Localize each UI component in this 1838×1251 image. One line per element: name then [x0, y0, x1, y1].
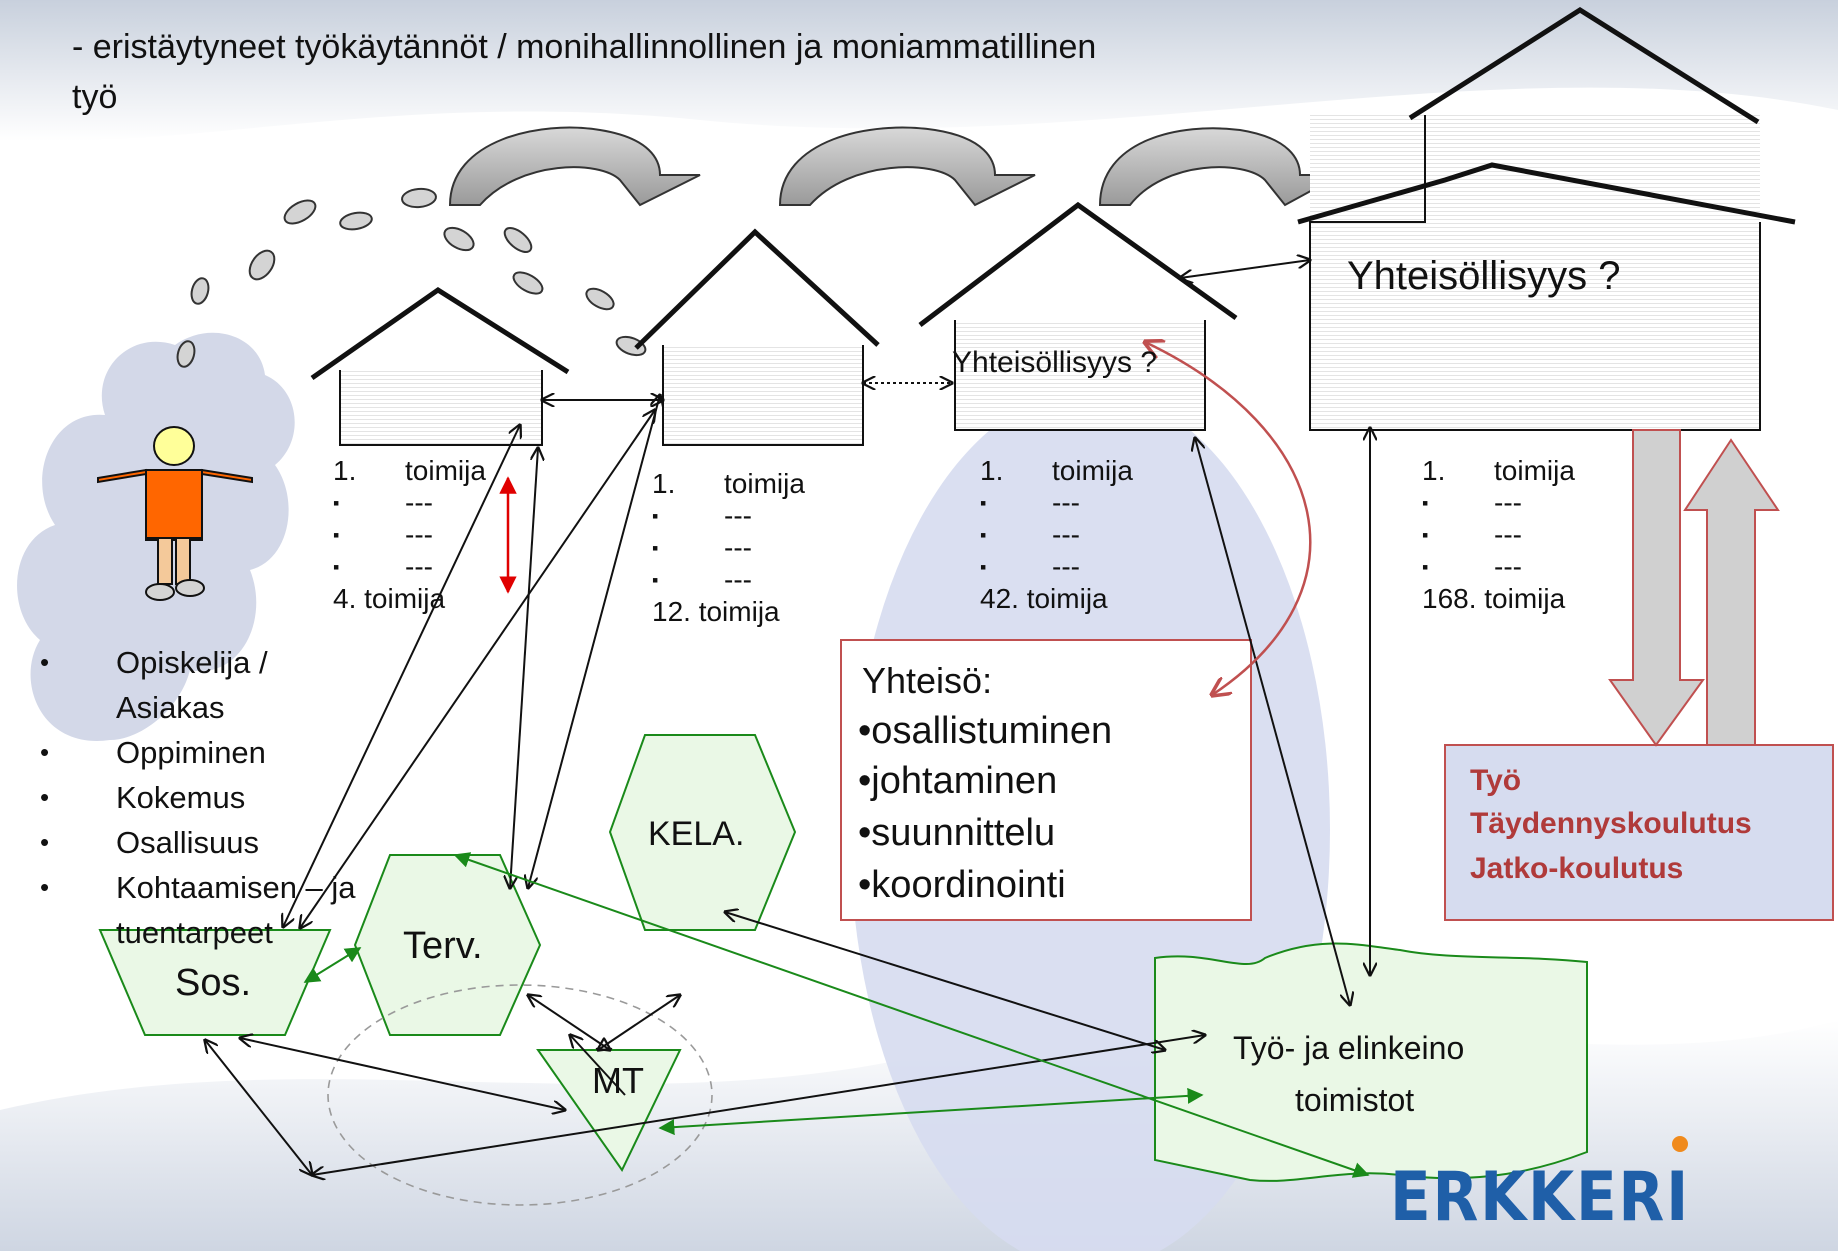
actor-last: 42. toimija	[980, 583, 1108, 614]
actor-first-label: toimija	[1052, 455, 1133, 486]
square-bullet: ▪	[333, 557, 340, 577]
actor-dash: ---	[724, 532, 752, 563]
square-bullet: ▪	[333, 493, 340, 513]
work-box	[1444, 744, 1834, 921]
list-item: Kohtaamisen – ja	[116, 870, 356, 905]
bullet-dot: •	[40, 872, 50, 902]
thought-bubbles	[176, 187, 647, 368]
vertical-block-arrows	[1608, 429, 1780, 747]
yhteiso-item: •suunnittelu	[858, 812, 1056, 854]
list-item: Osallisuus	[116, 825, 259, 860]
curved-link-arrow	[1145, 342, 1312, 695]
yhteiso-item: •koordinointi	[858, 864, 1066, 906]
terv-label: Terv.	[403, 925, 483, 967]
mt-label: MT	[592, 1060, 644, 1101]
list-item: tuentarpeet	[116, 915, 273, 950]
house2-actor-list: 1. toimija ▪ --- ▪ --- ▪ --- 12. toimija	[652, 468, 805, 628]
actor-dash: ---	[405, 519, 433, 550]
actor-first-num: 1.	[980, 455, 1004, 486]
house1-actor-list: 1. toimija ▪ --- ▪ --- ▪ --- 4. toimija	[333, 455, 486, 615]
sos-label: Sos.	[175, 962, 252, 1004]
square-bullet: ▪	[1422, 493, 1429, 513]
square-bullet: ▪	[980, 525, 987, 545]
house-4	[1297, 7, 1796, 431]
list-item: Oppiminen	[116, 735, 266, 770]
actor-last: 12. toimija	[652, 596, 780, 627]
square-bullet: ▪	[652, 506, 659, 526]
work-box-line: Täydennyskoulutus	[1470, 807, 1752, 840]
list-item: Asiakas	[116, 690, 225, 725]
square-bullet: ▪	[652, 538, 659, 558]
bullet-dot: •	[40, 737, 50, 767]
actor-dash: ---	[1494, 487, 1522, 518]
actor-last: 4. toimija	[333, 583, 446, 614]
actor-first-label: toimija	[405, 455, 486, 486]
person-figure	[97, 426, 253, 601]
square-bullet: ▪	[980, 557, 987, 577]
square-bullet: ▪	[652, 570, 659, 590]
green-connectors	[303, 852, 1370, 1178]
actor-last: 168. toimija	[1422, 583, 1566, 614]
bullet-dot: •	[40, 782, 50, 812]
list-item: Kokemus	[116, 780, 246, 815]
yhteiso-item: •johtaminen	[858, 760, 1058, 802]
student-bullet-list: • Opiskelija / Asiakas • Oppiminen • Kokemu…	[40, 640, 356, 955]
header-line-1: - eristäytyneet työkäytännöt / monihalli…	[72, 28, 1097, 66]
actor-first-label: toimija	[1494, 455, 1575, 486]
house4-title: Yhteisöllisyys ?	[1347, 254, 1621, 298]
yhteiso-item: •osallistuminen	[858, 710, 1113, 752]
square-bullet: ▪	[1422, 557, 1429, 577]
erkkeri-logo: ERKKERI	[1390, 1136, 1690, 1237]
house-2	[634, 228, 880, 446]
actor-dash: ---	[1052, 551, 1080, 582]
actor-dash: ---	[405, 487, 433, 518]
house4-actor-list: 1. toimija ▪ --- ▪ --- ▪ --- 168. toimija	[1422, 455, 1575, 615]
header-line-2: työ	[72, 78, 118, 116]
actor-dash: ---	[724, 564, 752, 595]
square-bullet: ▪	[980, 493, 987, 513]
office-label-line1: Työ- ja elinkeino	[1233, 1030, 1465, 1066]
actor-first-num: 1.	[333, 455, 357, 486]
actor-dash: ---	[1494, 519, 1522, 550]
bullet-dot: •	[40, 827, 50, 857]
square-bullet: ▪	[333, 525, 340, 545]
actor-dash: ---	[1494, 551, 1522, 582]
work-box-line: Työ	[1470, 764, 1522, 797]
actor-dash: ---	[405, 551, 433, 582]
actor-first-num: 1.	[652, 468, 676, 499]
flow-arrows	[448, 126, 1341, 207]
house3-actor-list: 1. toimija ▪ --- ▪ --- ▪ --- 42. toimija	[980, 455, 1133, 615]
actor-dash: ---	[1052, 519, 1080, 550]
work-box-line: Jatko-koulutus	[1470, 852, 1684, 885]
actor-first-label: toimija	[724, 468, 805, 499]
kela-label: KELA.	[648, 815, 745, 853]
list-item: Opiskelija /	[116, 645, 268, 680]
actor-dash: ---	[1052, 487, 1080, 518]
square-bullet: ▪	[1422, 525, 1429, 545]
svg-text:ERKKERI: ERKKERI	[1390, 1158, 1690, 1237]
yhteiso-title: Yhteisö:	[862, 660, 993, 701]
office-label-line2: toimistot	[1295, 1082, 1415, 1118]
bullet-dot: •	[40, 647, 50, 677]
actor-dash: ---	[724, 500, 752, 531]
actor-first-num: 1.	[1422, 455, 1446, 486]
house3-title: Yhteisöllisyys ?	[952, 346, 1158, 379]
